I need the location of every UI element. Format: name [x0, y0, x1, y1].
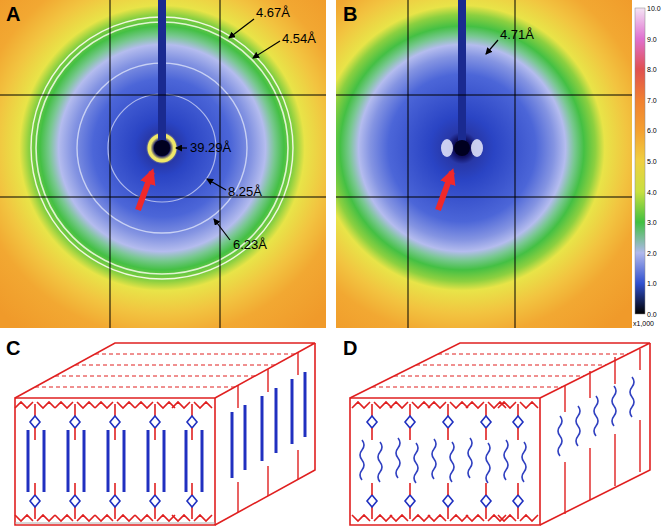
diffraction-pattern-a	[0, 0, 326, 328]
panel-letter: D	[343, 338, 357, 358]
d-spacing-label: 39.29Å	[190, 141, 231, 154]
colorbar-tick: 9.0	[647, 36, 657, 43]
lamellar-schematic-c	[15, 343, 315, 525]
colorbar-tick: 2.0	[647, 250, 657, 257]
leader-lines	[176, 19, 498, 240]
panel-letter: B	[343, 4, 357, 24]
d-spacing-label: 4.67Å	[256, 6, 290, 19]
disordered-schematic-d	[350, 343, 650, 525]
d-spacing-label: 8.25Å	[228, 185, 262, 198]
colorbar-tick: 3.0	[647, 219, 657, 226]
colorbar-tick: 7.0	[647, 97, 657, 104]
colorbar-tick: 0.0	[647, 311, 657, 318]
colorbar-tick: 8.0	[647, 66, 657, 73]
d-spacing-label: 4.71Å	[500, 28, 534, 41]
d-spacing-label: 4.54Å	[282, 32, 316, 45]
colorbar-tick: 4.0	[647, 189, 657, 196]
colorbar-tick: 1.0	[647, 280, 657, 287]
diffraction-pattern-b	[336, 0, 632, 328]
d-spacing-label: 6.23Å	[233, 238, 267, 251]
colorbar	[635, 8, 645, 314]
panel-letter: C	[6, 338, 20, 358]
beam-center-arrows	[138, 172, 452, 210]
colorbar-tick: 5.0	[647, 158, 657, 165]
colorbar-unit: x1,000	[633, 320, 654, 327]
colorbar-tick: 6.0	[647, 127, 657, 134]
panel-letter: A	[6, 4, 20, 24]
colorbar-tick: 10.0	[647, 5, 661, 12]
